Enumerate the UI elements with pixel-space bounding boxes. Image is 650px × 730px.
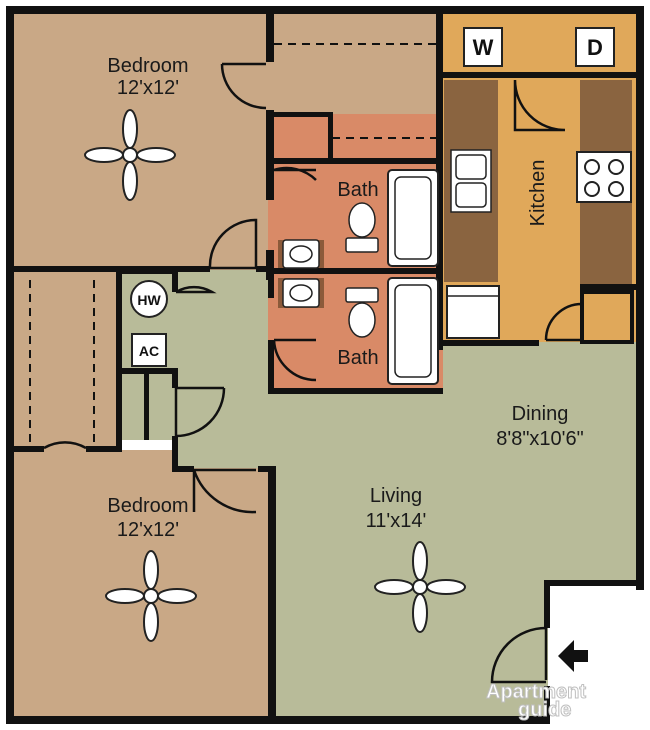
bathtub-icon — [387, 277, 439, 385]
sink-icon — [282, 239, 320, 269]
toilet-icon — [345, 287, 379, 338]
walls — [6, 6, 644, 724]
washer-label: W — [473, 35, 494, 60]
water-heater: HW — [130, 280, 168, 318]
sink-icon — [450, 149, 492, 213]
living-name: Living — [370, 485, 422, 507]
sink-icon — [282, 278, 320, 308]
living-size: 11'x14' — [366, 510, 427, 532]
dining-name: Dining — [512, 403, 569, 425]
closet-shelf-lines — [29, 43, 438, 446]
stove-icon — [576, 151, 632, 203]
kitchen-pantry — [580, 290, 634, 344]
kitchen-label: Kitchen — [527, 160, 549, 227]
ac-unit: AC — [131, 333, 167, 367]
toilet-icon — [345, 202, 379, 253]
bedroom-top-name: Bedroom — [107, 55, 188, 77]
bedroom-top-floor — [14, 14, 274, 270]
door-swings — [43, 62, 584, 684]
water-heater-label: HW — [137, 292, 161, 308]
bedroom-bottom-name: Bedroom — [107, 495, 188, 517]
bedroom-bottom-floor — [14, 450, 274, 718]
living-floor — [122, 270, 636, 718]
dryer-label: D — [587, 35, 603, 60]
entry-arrow-icon — [558, 640, 588, 672]
ac-label: AC — [139, 343, 159, 359]
bedroom-top-size: 12'x12' — [117, 77, 179, 99]
refrigerator-icon — [446, 285, 500, 339]
washer: W — [463, 27, 503, 67]
bath-top-label: Bath — [337, 179, 378, 201]
watermark-line1: Apartment — [486, 681, 586, 703]
bathtub-icon — [387, 169, 439, 267]
dryer: D — [575, 27, 615, 67]
dining-size: 8'8"x10'6" — [496, 428, 583, 450]
bath-bottom-label: Bath — [337, 347, 378, 369]
watermark-logo: Apartment guide — [486, 681, 587, 722]
watermark-line2: guide — [518, 699, 571, 721]
closet-left-floor — [14, 270, 122, 450]
bedroom-bottom-size: 12'x12' — [117, 519, 179, 541]
